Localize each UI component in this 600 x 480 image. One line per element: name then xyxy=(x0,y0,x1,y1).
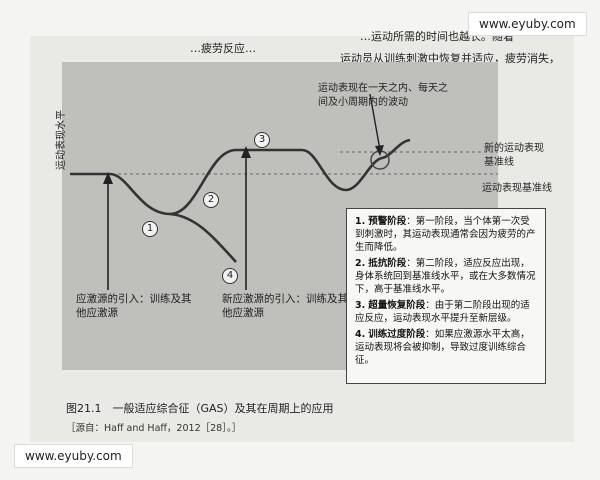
wave-annotation: 运动表现在一天之内、每天之间及小周期内的波动 xyxy=(318,83,448,108)
watermark-bottom: www.eyuby.com xyxy=(14,444,133,468)
marker-1: 1 xyxy=(142,221,158,237)
note-item-4: 4. 训练过度阶段：如果应激源水平太高，运动表现将会被抑制，导致过度训练综合征。 xyxy=(355,329,530,366)
top-text-line3: 运动员从训练刺激中恢复并适应，疲劳消失， xyxy=(340,52,560,65)
gas-curve xyxy=(70,138,411,216)
marker-4: 4 xyxy=(222,268,238,284)
annotation-arrow xyxy=(369,93,381,151)
watermark-top: www.eyuby.com xyxy=(468,12,587,36)
baseline-label: 运动表现基准线 xyxy=(482,183,552,194)
marker-2: 2 xyxy=(203,192,219,208)
stress-intro-label: 应激源的引入：训练及其他应激源 xyxy=(76,293,192,319)
figure-caption: 图21.1 一般适应综合征（GAS）及其在周期上的应用 xyxy=(66,402,334,415)
note-item-3: 3. 超量恢复阶段：由于第二阶段出现的适应反应，运动表现水平提升至新层级。 xyxy=(355,300,530,324)
marker-3: 3 xyxy=(254,132,270,148)
note-item-1: 1. 预警阶段：第一阶段，当个体第一次受到刺激时，其运动表现通常会因为疲劳的产生… xyxy=(355,216,536,253)
figure-source: ［源自：Haff and Haff，2012［28］。］ xyxy=(66,423,242,434)
stage-notes-box: 1. 预警阶段：第一阶段，当个体第一次受到刺激时，其运动表现通常会因为疲劳的产生… xyxy=(346,208,546,384)
overtraining-curve xyxy=(169,212,237,263)
new-stress-intro-label: 新应激源的引入：训练及其他应激源 xyxy=(222,293,348,319)
note-item-2: 2. 抵抗阶段：第二阶段，适应反应出现，身体系统回到基准线水平，或在大多数情况下… xyxy=(355,258,536,295)
new-baseline-label: 新的运动表现基准线 xyxy=(484,143,544,168)
top-text-line1: …疲劳反应… xyxy=(190,42,256,55)
